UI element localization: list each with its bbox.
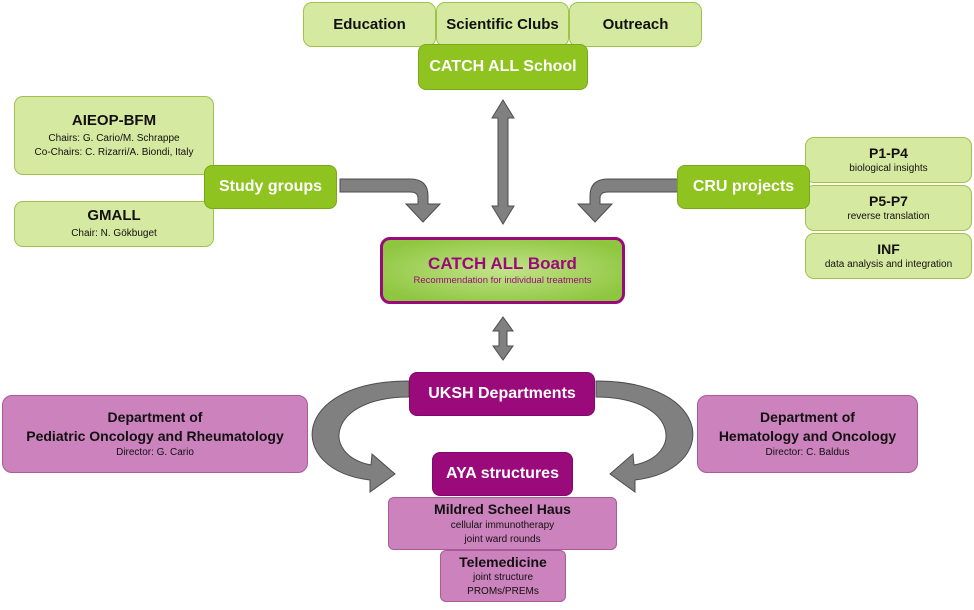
scientific-clubs-label: Scientific Clubs <box>446 15 559 33</box>
cru-projects-box: CRU projects <box>677 165 810 209</box>
mildred-scheel-haus-title: Mildred Scheel Haus <box>434 501 571 518</box>
gmall-chair: Chair: N. Gökbuget <box>71 228 157 239</box>
aieop-bfm-title: AIEOP-BFM <box>71 111 157 129</box>
telemedicine-line2: PROMs/PREMs <box>467 586 539 598</box>
uksh-to-aya-right-curved-arrow <box>595 380 694 493</box>
dept-pediatric-line2: Pediatric Oncology and Rheumatology <box>26 428 284 444</box>
aieop-bfm-cochairs: Co-Chairs: C. Rizarri/A. Biondi, Italy <box>34 146 194 158</box>
cru-inf-subtitle: data analysis and integration <box>824 259 953 271</box>
study-groups-label: Study groups <box>218 178 323 195</box>
dept-pediatric-line1: Department of <box>107 409 203 426</box>
cru-p1-p4-subtitle: biological insights <box>849 163 928 175</box>
cru-inf-title: INF <box>877 240 900 257</box>
cru-p5-p7-title: P5-P7 <box>869 192 908 209</box>
gmall-title: GMALL <box>87 207 141 224</box>
education-box: Education <box>303 2 436 47</box>
dept-hematology-line2: Hematology and Oncology <box>718 428 897 444</box>
study-groups-to-board-arrow <box>339 178 442 223</box>
mildred-scheel-haus-box: Mildred Scheel Haus cellular immunothera… <box>388 497 617 550</box>
telemedicine-box: Telemedicine joint structure PROMs/PREMs <box>440 550 566 602</box>
cru-projects-label: CRU projects <box>692 178 795 195</box>
telemedicine-line1: joint structure <box>472 572 534 584</box>
catch-all-school-title: CATCH ALL School <box>429 58 577 75</box>
uksh-departments-label: UKSH Departments <box>428 385 576 402</box>
study-groups-box: Study groups <box>204 165 337 209</box>
gmall-box: GMALL Chair: N. Gökbuget <box>14 201 214 247</box>
aieop-bfm-box: AIEOP-BFM Chairs: G. Cario/M. Schrappe C… <box>14 96 214 175</box>
dept-hematology-line1: Department of <box>760 409 855 426</box>
cru-p1-p4-box: P1-P4 biological insights <box>805 137 972 183</box>
cru-p5-p7-box: P5-P7 reverse translation <box>805 185 972 231</box>
dept-hematology-director: Director: C. Baldus <box>765 446 850 458</box>
scientific-clubs-box: Scientific Clubs <box>436 2 569 47</box>
uksh-departments-box: UKSH Departments <box>409 372 595 416</box>
aya-structures-label: AYA structures <box>446 465 559 482</box>
outreach-label: Outreach <box>602 15 669 33</box>
aya-structures-box: AYA structures <box>432 452 573 496</box>
dept-pediatric-oncology-box: Department of Pediatric Oncology and Rhe… <box>2 395 308 473</box>
catch-all-board-box: CATCH ALL Board Recommendation for indiv… <box>380 237 625 304</box>
cru-to-board-arrow <box>576 178 679 223</box>
catch-all-board-subtitle: Recommendation for individual treatments <box>413 275 592 287</box>
education-label: Education <box>333 15 406 33</box>
uksh-to-aya-left-curved-arrow <box>311 380 410 493</box>
school-board-double-arrow <box>491 99 515 225</box>
catch-all-school-box: CATCH ALL School <box>418 44 588 90</box>
mildred-scheel-haus-line1: cellular immunotherapy <box>450 519 555 531</box>
cru-inf-box: INF data analysis and integration <box>805 233 972 279</box>
catch-all-board-title: CATCH ALL Board <box>428 253 577 273</box>
mildred-scheel-haus-line2: joint ward rounds <box>464 533 541 545</box>
cru-p1-p4-title: P1-P4 <box>869 144 908 161</box>
outreach-box: Outreach <box>569 2 702 47</box>
aieop-bfm-chairs: Chairs: G. Cario/M. Schrappe <box>48 132 180 144</box>
cru-p5-p7-subtitle: reverse translation <box>847 211 930 223</box>
telemedicine-title: Telemedicine <box>459 553 547 570</box>
board-uksh-double-arrow <box>492 316 514 361</box>
dept-hematology-oncology-box: Department of Hematology and Oncology Di… <box>697 395 918 473</box>
dept-pediatric-director: Director: G. Cario <box>116 446 194 458</box>
